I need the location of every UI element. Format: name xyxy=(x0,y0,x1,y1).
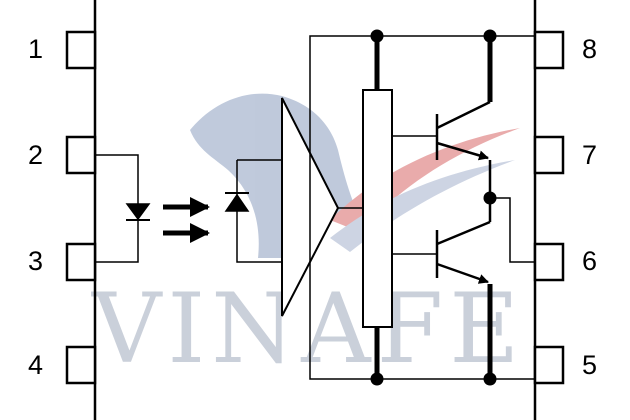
junction-dot xyxy=(370,29,384,43)
pin-6 xyxy=(533,242,565,282)
pin-label-6: 6 xyxy=(582,246,597,276)
junction-dot xyxy=(483,372,497,386)
pin-label-8: 8 xyxy=(582,34,597,64)
pin-label-5: 5 xyxy=(582,350,597,380)
right-pins xyxy=(533,30,565,385)
pin-1 xyxy=(65,30,97,70)
junction-dot xyxy=(370,372,384,386)
photodiode xyxy=(224,159,282,263)
pin-7 xyxy=(533,135,565,175)
junction-dot xyxy=(483,191,497,205)
input-led xyxy=(95,154,151,263)
pin-label-4: 4 xyxy=(28,350,43,380)
junction-dots xyxy=(370,29,497,386)
pin-8 xyxy=(533,30,565,70)
supply-rails xyxy=(309,35,535,380)
pin-4 xyxy=(65,345,97,385)
logic-block xyxy=(362,36,393,379)
junction-dot xyxy=(483,29,497,43)
pin-label-7: 7 xyxy=(582,140,597,170)
watermark-swoosh-red xyxy=(330,128,520,232)
pin-label-1: 1 xyxy=(28,34,43,64)
pin-labels: 1 2 3 4 8 7 6 5 xyxy=(28,34,597,380)
pin-5 xyxy=(533,345,565,385)
pin-label-3: 3 xyxy=(28,246,43,276)
left-pins xyxy=(65,30,97,385)
watermark-text: VINAFE xyxy=(91,273,525,385)
pin-label-2: 2 xyxy=(28,140,43,170)
pin-2 xyxy=(65,135,97,175)
light-arrows xyxy=(163,197,210,243)
pin-3 xyxy=(65,242,97,282)
horse-head-logo xyxy=(190,93,366,258)
